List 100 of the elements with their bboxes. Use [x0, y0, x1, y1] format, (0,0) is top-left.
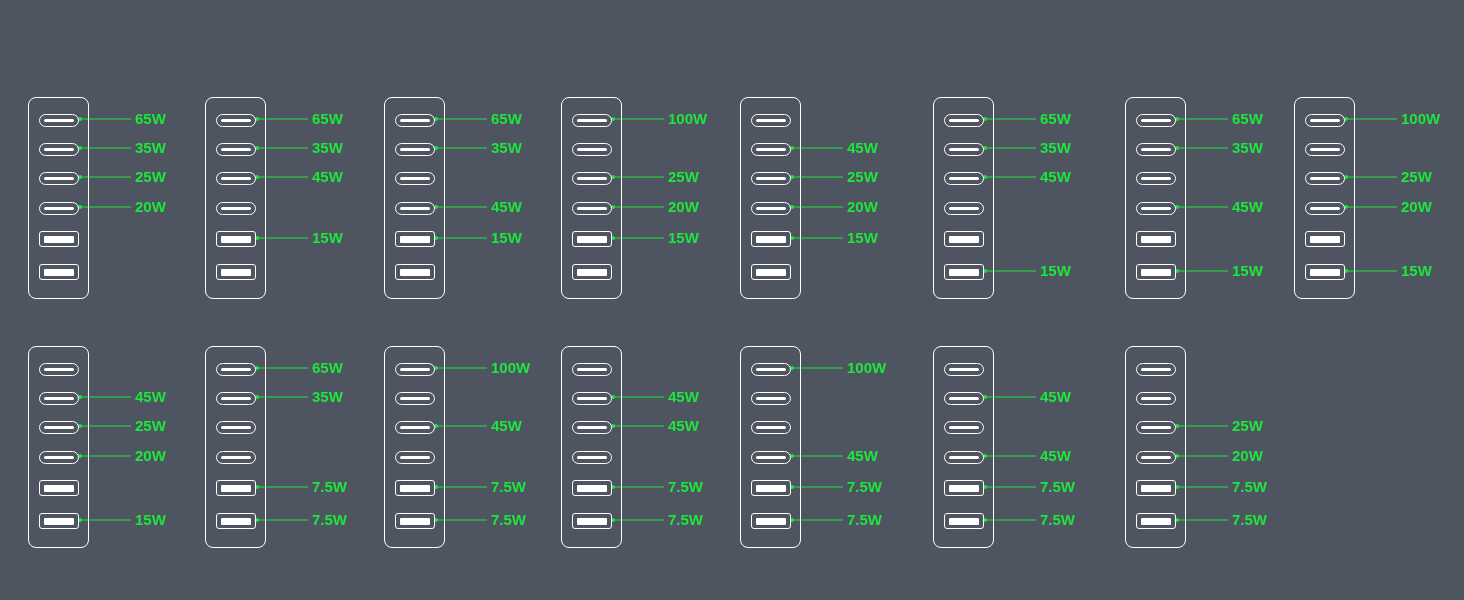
wattage-label: 15W	[312, 228, 343, 248]
charger-outline	[384, 97, 445, 299]
wattage-label: 45W	[847, 446, 878, 466]
charger-outline	[205, 346, 266, 548]
wattage-label: 35W	[1232, 138, 1263, 158]
wattage-label: 45W	[668, 387, 699, 407]
usb-a-port-icon	[1136, 480, 1176, 496]
leader-line	[790, 236, 844, 240]
leader-line	[434, 366, 488, 370]
wattage-label: 20W	[1232, 446, 1263, 466]
usb-a-port-icon	[1305, 231, 1345, 247]
usb-a-port-icon	[395, 264, 435, 280]
wattage-label: 15W	[668, 228, 699, 248]
wattage-label: 25W	[1401, 167, 1432, 187]
usb-a-port-icon	[1136, 264, 1176, 280]
usb-a-port-icon	[216, 480, 256, 496]
leader-line	[78, 117, 132, 121]
usb-a-port-icon	[944, 231, 984, 247]
leader-line	[983, 518, 1037, 522]
leader-line	[78, 146, 132, 150]
wattage-label: 15W	[1040, 261, 1071, 281]
wattage-label: 65W	[1232, 109, 1263, 129]
usb-a-port-icon	[395, 480, 435, 496]
wattage-label: 45W	[135, 387, 166, 407]
wattage-label: 15W	[847, 228, 878, 248]
usb-a-port-icon	[751, 231, 791, 247]
usb-a-port-icon	[1136, 231, 1176, 247]
leader-line	[790, 485, 844, 489]
wattage-label: 45W	[847, 138, 878, 158]
usb-a-port-icon	[572, 513, 612, 529]
charger-outline	[561, 346, 622, 548]
leader-line	[434, 117, 488, 121]
leader-line	[983, 146, 1037, 150]
leader-line	[78, 395, 132, 399]
leader-line	[434, 205, 488, 209]
wattage-label: 45W	[1040, 387, 1071, 407]
leader-line	[983, 117, 1037, 121]
usb-a-port-icon	[944, 513, 984, 529]
leader-line	[611, 236, 665, 240]
leader-line	[1175, 518, 1229, 522]
usb-a-port-icon	[39, 231, 79, 247]
leader-line	[1175, 424, 1229, 428]
leader-line	[983, 395, 1037, 399]
usb-a-port-icon	[395, 513, 435, 529]
wattage-label: 15W	[491, 228, 522, 248]
wattage-label: 35W	[312, 387, 343, 407]
leader-line	[611, 485, 665, 489]
leader-line	[78, 175, 132, 179]
wattage-label: 25W	[135, 416, 166, 436]
leader-line	[255, 366, 309, 370]
wattage-label: 15W	[1232, 261, 1263, 281]
charger-outline	[561, 97, 622, 299]
usb-a-port-icon	[572, 264, 612, 280]
wattage-label: 25W	[847, 167, 878, 187]
wattage-label: 65W	[312, 358, 343, 378]
leader-line	[1344, 205, 1398, 209]
charger-outline	[740, 97, 801, 299]
leader-line	[611, 205, 665, 209]
wattage-label: 7.5W	[847, 510, 882, 530]
wattage-label: 45W	[668, 416, 699, 436]
wattage-label: 7.5W	[668, 510, 703, 530]
leader-line	[983, 485, 1037, 489]
usb-a-port-icon	[751, 264, 791, 280]
leader-line	[1344, 117, 1398, 121]
wattage-label: 35W	[491, 138, 522, 158]
wattage-label: 65W	[1040, 109, 1071, 129]
wattage-label: 25W	[135, 167, 166, 187]
leader-line	[255, 175, 309, 179]
leader-line	[434, 485, 488, 489]
leader-line	[255, 395, 309, 399]
usb-a-port-icon	[1136, 513, 1176, 529]
wattage-label: 7.5W	[312, 510, 347, 530]
charger-outline	[28, 346, 89, 548]
usb-a-port-icon	[751, 513, 791, 529]
wattage-label: 35W	[312, 138, 343, 158]
wattage-label: 7.5W	[668, 477, 703, 497]
usb-a-port-icon	[216, 264, 256, 280]
charger-outline	[740, 346, 801, 548]
wattage-label: 20W	[135, 197, 166, 217]
wattage-label: 45W	[1040, 446, 1071, 466]
charger-outline	[28, 97, 89, 299]
leader-line	[78, 518, 132, 522]
leader-line	[983, 454, 1037, 458]
wattage-label: 7.5W	[847, 477, 882, 497]
leader-line	[611, 175, 665, 179]
usb-a-port-icon	[572, 231, 612, 247]
wattage-label: 25W	[668, 167, 699, 187]
wattage-label: 45W	[1040, 167, 1071, 187]
usb-a-port-icon	[216, 231, 256, 247]
usb-a-port-icon	[39, 513, 79, 529]
charger-outline	[933, 346, 994, 548]
leader-line	[1175, 146, 1229, 150]
leader-line	[255, 236, 309, 240]
wattage-label: 65W	[135, 109, 166, 129]
usb-a-port-icon	[39, 264, 79, 280]
charger-outline	[205, 97, 266, 299]
leader-line	[434, 424, 488, 428]
wattage-label: 45W	[1232, 197, 1263, 217]
wattage-label: 35W	[135, 138, 166, 158]
leader-line	[1175, 485, 1229, 489]
